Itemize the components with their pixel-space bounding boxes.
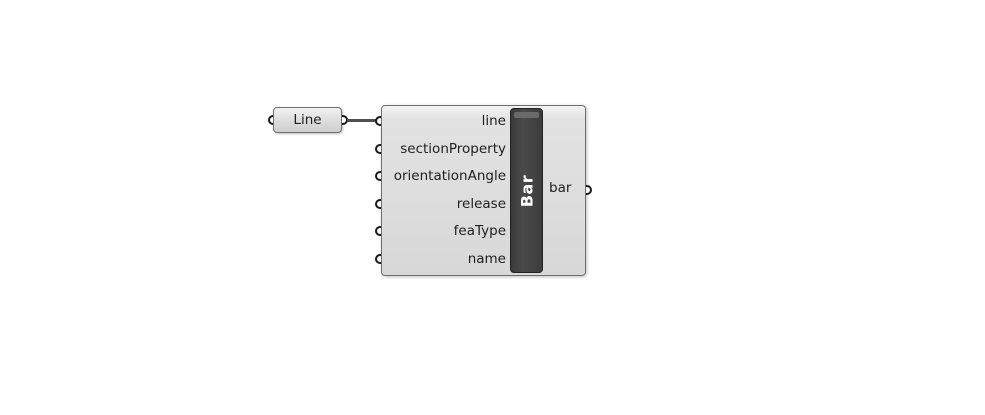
line-param-label: Line: [293, 112, 322, 128]
bar-component[interactable]: line sectionProperty orientationAngle re…: [381, 105, 586, 276]
input-param-sectionproperty[interactable]: sectionProperty: [400, 141, 506, 157]
input-grip-name[interactable]: [375, 254, 381, 264]
output-grip-bar[interactable]: [586, 185, 592, 195]
input-grip-line[interactable]: [375, 116, 381, 126]
component-nickname-panel[interactable]: Bar: [510, 108, 543, 273]
input-param-name[interactable]: name: [467, 251, 506, 267]
input-param-orientationangle[interactable]: orientationAngle: [393, 168, 506, 184]
nickname-highlight: [514, 112, 539, 118]
line-param-component[interactable]: Line: [273, 107, 342, 133]
output-param-bar[interactable]: bar: [549, 180, 572, 196]
component-nickname: Bar: [517, 174, 536, 207]
input-param-line[interactable]: line: [481, 113, 506, 129]
input-grip-release[interactable]: [375, 199, 381, 209]
line-param-input-grip[interactable]: [268, 115, 274, 125]
input-grip-orientationangle[interactable]: [375, 171, 381, 181]
input-param-release[interactable]: release: [456, 196, 506, 212]
input-param-featype[interactable]: feaType: [453, 223, 506, 239]
connection-wire[interactable]: [347, 119, 378, 122]
input-grip-sectionproperty[interactable]: [375, 144, 381, 154]
input-grip-featype[interactable]: [375, 226, 381, 236]
